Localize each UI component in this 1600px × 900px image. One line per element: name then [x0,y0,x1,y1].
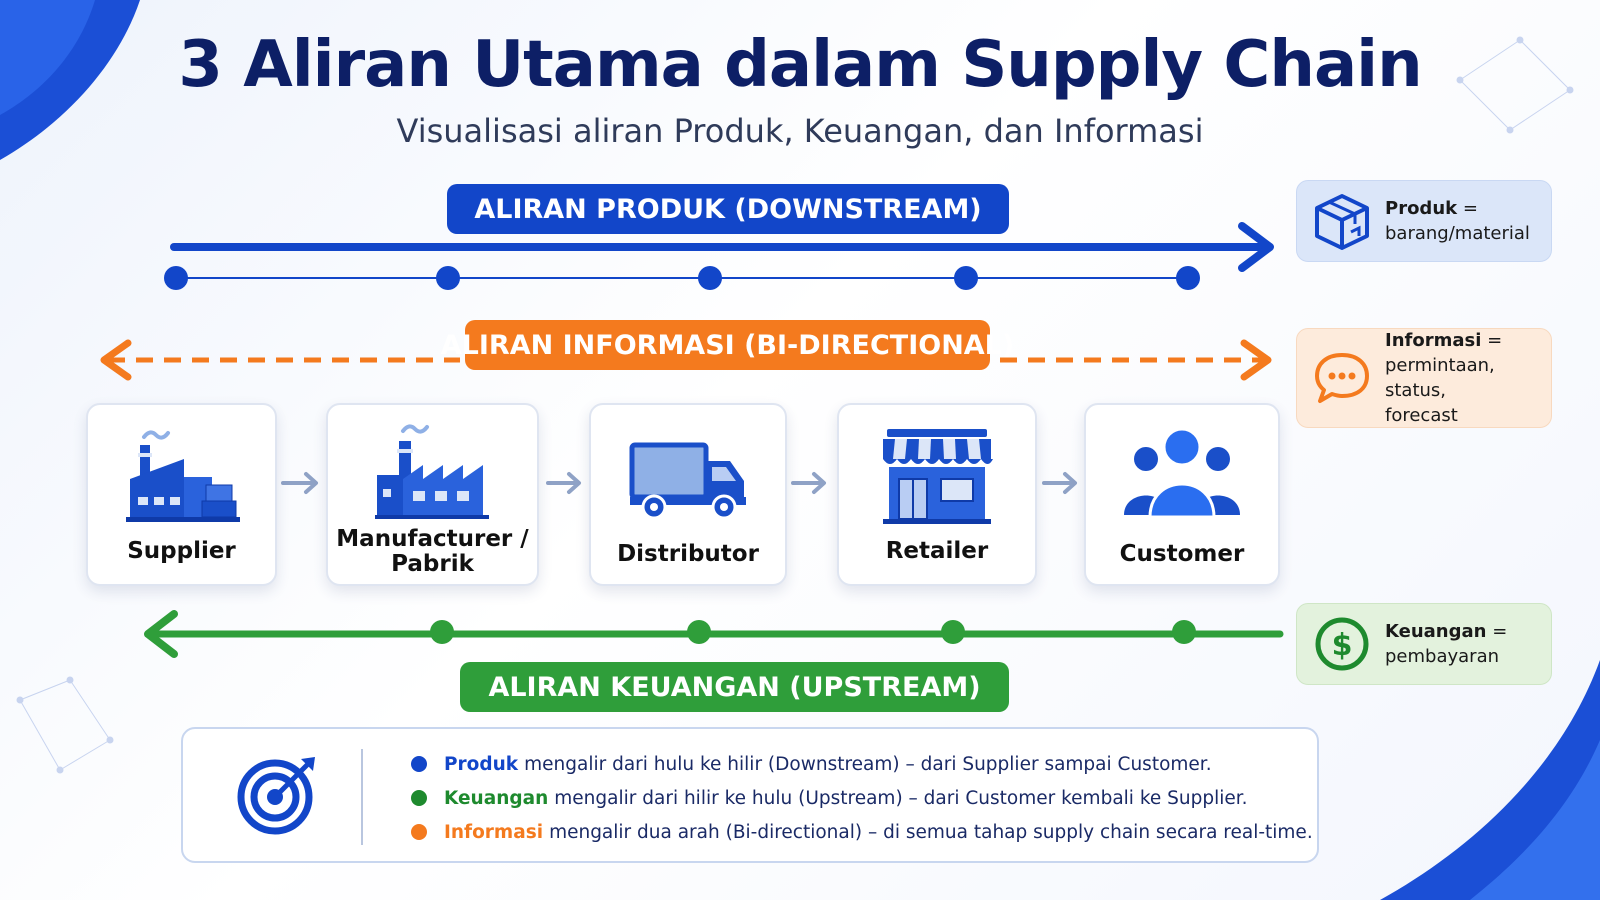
uang-arrow-head [144,610,178,658]
store-icon [883,429,993,524]
legend-produk: Produk = barang/material [1296,180,1552,262]
bullet-dot [411,790,427,806]
legend-keuangan-text: Keuangan = pembayaran [1385,619,1507,669]
bullet-dot [411,824,427,840]
truck-icon [629,442,746,520]
legend-eq: = [1457,198,1478,219]
produk-dot [1176,266,1200,290]
node-manufacturer: Manufacturer / Pabrik [326,403,539,586]
info-arrow-right-head [1240,339,1272,381]
node-connector-arrow [791,472,826,494]
info-arrow-left-head [100,339,132,381]
legend-keuangan: $ Keuangan = pembayaran [1296,603,1552,685]
node-label: Distributor [617,541,759,567]
summary-item-keuangan: Keuangan mengalir dari hilir ke hulu (Up… [411,781,1313,815]
bullet-dot [411,756,427,772]
svg-text:$: $ [1332,628,1353,663]
produk-dot [954,266,978,290]
summary-text: mengalir dari hilir ke hulu (Upstream) –… [554,787,1248,809]
uang-dot [430,620,454,644]
summary-divider [361,749,363,845]
produk-dot [436,266,460,290]
node-label-line1: Manufacturer / [336,526,529,552]
summary-text: mengalir dari hulu ke hilir (Downstream)… [524,753,1212,775]
node-distributor: Distributor [589,403,787,586]
legend-term: Produk [1385,198,1458,219]
node-label: Customer [1119,541,1245,567]
summary-box: Produk mengalir dari hulu ke hilir (Down… [181,727,1319,863]
produk-flow-label: ALIRAN PRODUK (DOWNSTREAM) [447,184,1009,234]
node-customer: Customer [1084,403,1280,586]
produk-arrow-head [1238,222,1274,272]
summary-item-informasi: Informasi mengalir dua arah (Bi-directio… [411,815,1313,849]
legend-informasi-text: Informasi = permintaan, status, forecast [1385,328,1551,428]
node-connector-arrow [1042,472,1077,494]
chat-bubble-icon [1315,353,1369,403]
factory-icon [374,424,489,519]
node-label-line2: Pabrik [391,551,474,577]
factory-warehouse-icon [125,430,240,522]
page-title: 3 Aliran Utama dalam Supply Chain [178,28,1422,102]
legend-eq: = [1481,330,1503,351]
page-subtitle: Visualisasi aliran Produk, Keuangan, dan… [396,112,1204,150]
node-supplier: Supplier [86,403,277,586]
produk-dot [164,266,188,290]
summary-list: Produk mengalir dari hulu ke hilir (Down… [411,747,1313,849]
legend-term: Informasi [1385,330,1482,351]
summary-keyword: Keuangan [444,787,549,809]
summary-text: mengalir dua arah (Bi-directional) – di … [549,821,1313,843]
uang-dot [941,620,965,644]
node-label: Supplier [127,538,236,564]
uang-dot [687,620,711,644]
node-label: Manufacturer / Pabrik [328,527,537,577]
legend-desc-1: permintaan, status, [1385,355,1495,401]
node-retailer: Retailer [837,403,1037,586]
legend-desc-2: forecast [1385,405,1458,426]
target-icon [237,757,315,835]
node-label: Retailer [885,538,989,564]
legend-informasi: Informasi = permintaan, status, forecast [1296,328,1552,428]
uang-flow-label: ALIRAN KEUANGAN (UPSTREAM) [460,662,1009,712]
dollar-icon: $ [1315,617,1369,671]
summary-keyword: Informasi [444,821,544,843]
legend-term: Keuangan [1385,621,1487,642]
node-connector-arrow [546,472,581,494]
produk-dot [698,266,722,290]
legend-desc: barang/material [1385,223,1530,244]
uang-dot [1172,620,1196,644]
summary-item-produk: Produk mengalir dari hulu ke hilir (Down… [411,747,1313,781]
node-connector-arrow [281,472,318,494]
box-icon [1315,194,1369,250]
legend-produk-text: Produk = barang/material [1385,196,1530,246]
legend-desc: pembayaran [1385,646,1500,667]
summary-keyword: Produk [444,753,519,775]
info-flow-label: ALIRAN INFORMASI (BI-DIRECTIONAL) [441,320,1014,370]
people-icon [1124,427,1240,517]
legend-eq: = [1486,621,1508,642]
